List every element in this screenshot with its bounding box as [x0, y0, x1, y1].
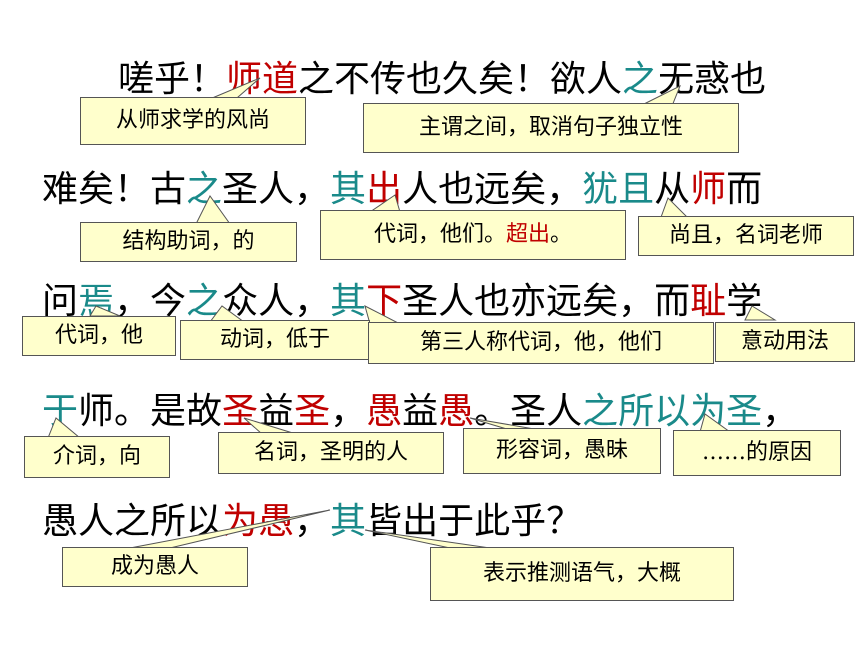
- callout-text: 。: [550, 222, 573, 247]
- text-segment: 犹且: [582, 169, 655, 210]
- text-segment: 耻: [690, 281, 727, 322]
- callout-shifeng: 从师求学的风尚: [80, 97, 306, 145]
- text-segment: 之: [622, 59, 659, 100]
- text-segment: 众人，: [222, 281, 331, 322]
- callout-jiegou: 结构助词，的: [80, 222, 297, 262]
- callout-daici-ta: 代词，他: [22, 316, 176, 356]
- text-segment: 下: [366, 281, 403, 322]
- callout-text: 尚且，名词老师: [668, 223, 823, 248]
- callout-text: 代词，他: [54, 323, 143, 348]
- callout-yidong: 意动用法: [715, 322, 855, 362]
- callout-text: 表示推测语气，大概: [482, 561, 681, 586]
- callout-text: 名词，圣明的人: [253, 440, 408, 465]
- callout-dongci-diyu: 动词，低于: [180, 320, 370, 360]
- callout-disan-renchen: 第三人称代词，他，他们: [368, 322, 714, 364]
- callout-jieci: 介词，向: [24, 436, 170, 478]
- text-segment: 圣: [294, 391, 331, 432]
- callout-text: 超出: [505, 222, 550, 247]
- text-segment: ，: [762, 391, 799, 432]
- callout-text: 第三人称代词，他，他们: [419, 330, 662, 355]
- text-segment: 益: [402, 391, 439, 432]
- callout-yuanyin: ……的原因: [673, 430, 841, 476]
- text-segment: 师。是故: [78, 391, 223, 432]
- text-segment: 愚: [438, 391, 475, 432]
- callout-text: 介词，向: [52, 444, 141, 469]
- text-line-4: 于师。是故圣益圣，愚益愚。圣人之所以为圣，: [42, 388, 798, 436]
- text-segment: 其: [330, 169, 367, 210]
- callout-text: 动词，低于: [219, 327, 330, 352]
- text-segment: 从: [654, 169, 691, 210]
- callout-text: 形容词，愚昧: [495, 438, 628, 463]
- text-segment: 为愚: [222, 501, 295, 542]
- text-segment: 师: [690, 169, 727, 210]
- text-line-2: 难矣！古之圣人，其出人也远矣，犹且从师而: [42, 166, 762, 214]
- text-segment: 于: [42, 391, 79, 432]
- callout-text: 结构助词，的: [122, 229, 255, 254]
- text-segment: 愚: [366, 391, 403, 432]
- callout-text: 从师求学的风尚: [115, 108, 270, 133]
- text-segment: 。圣人: [474, 391, 583, 432]
- text-segment: 其: [330, 501, 367, 542]
- callout-zhiwei: 主谓之间，取消句子独立性: [363, 103, 739, 153]
- text-segment: 学: [726, 281, 763, 322]
- text-segment: 之不传也久矣！欲人: [298, 59, 623, 100]
- text-segment: 其: [330, 281, 367, 322]
- text-segment: ，今: [114, 281, 187, 322]
- text-segment: 师道: [226, 59, 299, 100]
- callout-text: 成为愚人: [110, 554, 199, 579]
- text-segment: 皆出于此乎？: [366, 501, 583, 542]
- text-segment: 之所以为圣: [582, 391, 763, 432]
- text-segment: 之: [186, 281, 223, 322]
- text-segment: 无惑也: [658, 59, 767, 100]
- callout-yumei: 形容词，愚昧: [463, 428, 661, 474]
- callout-text: 代词，他们。: [373, 222, 506, 247]
- text-segment: ，: [330, 391, 367, 432]
- callout-tuice: 表示推测语气，大概: [430, 547, 734, 601]
- text-segment: 愚人之所以: [42, 501, 223, 542]
- text-segment: 圣人，: [222, 169, 331, 210]
- text-segment: ，: [294, 501, 331, 542]
- text-segment: 问: [42, 281, 79, 322]
- text-segment: 而: [726, 169, 763, 210]
- callout-text: ……的原因: [701, 440, 812, 465]
- callout-text: 主谓之间，取消句子独立性: [418, 115, 683, 140]
- callout-daici-chaochu: 代词，他们。超出。: [320, 210, 626, 260]
- callout-shengming: 名词，圣明的人: [218, 432, 444, 474]
- text-line-5: 愚人之所以为愚，其皆出于此乎？: [42, 498, 582, 546]
- text-segment: 人也远矣，: [402, 169, 583, 210]
- callout-text: 意动用法: [740, 329, 829, 354]
- callout-shangqie: 尚且，名词老师: [638, 216, 854, 256]
- callout-chengwei: 成为愚人: [62, 547, 248, 587]
- text-segment: 益: [258, 391, 295, 432]
- text-segment: 出: [366, 169, 403, 210]
- text-segment: 圣: [222, 391, 259, 432]
- text-segment: 之: [186, 169, 223, 210]
- text-segment: 嗟乎！: [118, 59, 227, 100]
- text-segment: 圣人也亦远矣，而: [402, 281, 691, 322]
- text-segment: 难矣！古: [42, 169, 187, 210]
